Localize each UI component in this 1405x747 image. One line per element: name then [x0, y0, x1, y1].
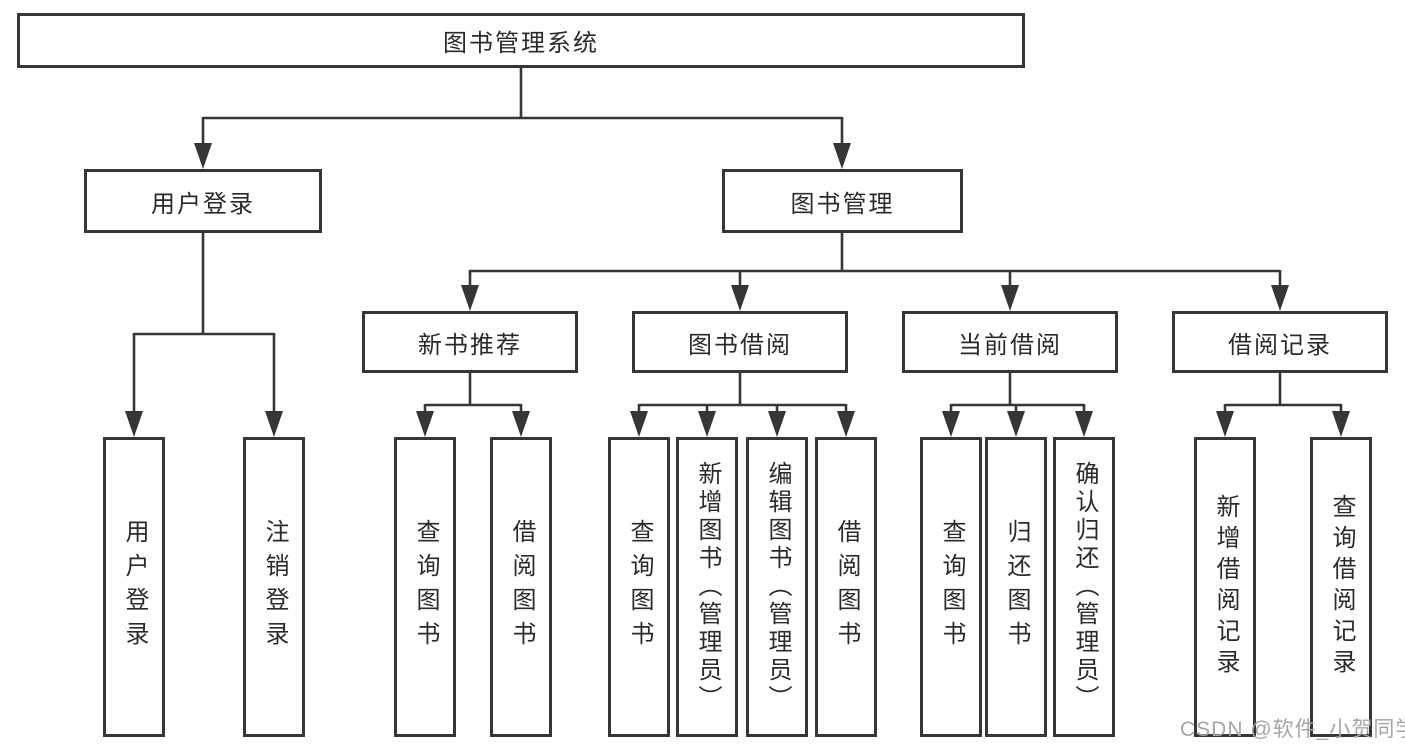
leaf-query-book-recommend-label: 查询图书 — [412, 519, 439, 655]
node-current-borrow-label: 当前借阅 — [958, 331, 1062, 359]
arrowhead — [942, 411, 960, 437]
arrowhead — [416, 411, 434, 437]
node-new-book-recommend: 新书推荐 — [362, 311, 578, 373]
node-book-management-label: 图书管理 — [790, 190, 895, 218]
leaf-logout-label: 注销登录 — [261, 519, 288, 655]
leaf-query-book-borrow: 查询图书 — [608, 437, 670, 737]
arrowhead — [1271, 285, 1289, 311]
leaf-user-login-label: 用户登录 — [121, 519, 148, 655]
arrowhead — [1332, 411, 1350, 437]
arrowhead — [833, 143, 851, 169]
node-borrow-record-label: 借阅记录 — [1228, 331, 1332, 359]
arrowhead — [512, 411, 530, 437]
node-root-label: 图书管理系统 — [443, 30, 599, 57]
arrowhead — [1216, 411, 1234, 437]
leaf-borrow-book-label: 借阅图书 — [833, 519, 860, 655]
edge-borrowrecord-to-leaves — [1223, 372, 1343, 413]
node-book-borrow-label: 图书借阅 — [688, 331, 792, 359]
leaf-borrow-book-recommend: 借阅图书 — [490, 437, 552, 737]
leaf-logout: 注销登录 — [243, 437, 305, 737]
edge-userlogin-to-leaves — [132, 232, 276, 413]
leaf-return-book-label: 归还图书 — [1003, 519, 1030, 655]
node-user-login-label: 用户登录 — [151, 190, 255, 218]
edge-newbookrec-to-leaves — [423, 372, 523, 413]
leaf-add-borrow-record: 新增借阅记录 — [1194, 437, 1256, 737]
leaf-query-book-current-label: 查询图书 — [938, 519, 965, 655]
leaf-edit-book-admin-label: 编辑图书（管理员） — [764, 461, 791, 713]
arrowhead — [630, 411, 648, 437]
arrowhead — [1007, 411, 1025, 437]
node-new-book-recommend-label: 新书推荐 — [418, 331, 522, 359]
edge-root-to-level2 — [201, 67, 844, 145]
leaf-borrow-book: 借阅图书 — [815, 437, 877, 737]
arrowhead — [698, 411, 716, 437]
arrowhead — [265, 411, 283, 437]
node-current-borrow: 当前借阅 — [902, 311, 1118, 373]
arrowhead — [1075, 411, 1093, 437]
edge-currentborrow-to-leaves — [949, 372, 1086, 413]
node-borrow-record: 借阅记录 — [1172, 311, 1388, 373]
leaf-add-book-admin-label: 新增图书（管理员） — [694, 461, 721, 713]
arrowhead — [1001, 285, 1019, 311]
edge-bookborrow-to-leaves — [637, 372, 848, 413]
node-book-management: 图书管理 — [722, 169, 963, 233]
leaf-borrow-book-recommend-label: 借阅图书 — [508, 519, 535, 655]
leaf-add-borrow-record-label: 新增借阅记录 — [1212, 494, 1239, 680]
arrowhead — [731, 285, 749, 311]
arrowhead — [194, 143, 212, 169]
leaf-query-borrow-record: 查询借阅记录 — [1310, 437, 1372, 737]
arrowhead — [837, 411, 855, 437]
leaf-user-login: 用户登录 — [103, 437, 165, 737]
node-book-borrow: 图书借阅 — [632, 311, 848, 373]
edge-bookmgmt-to-level3 — [468, 232, 1282, 287]
leaf-query-book-recommend: 查询图书 — [394, 437, 456, 737]
node-root: 图书管理系统 — [17, 13, 1025, 68]
arrowhead — [125, 411, 143, 437]
leaf-edit-book-admin: 编辑图书（管理员） — [746, 437, 808, 737]
watermark: CSDN @软件_小贺同学 — [1180, 718, 1405, 741]
leaf-add-book-admin: 新增图书（管理员） — [676, 437, 738, 737]
leaf-return-book: 归还图书 — [985, 437, 1047, 737]
node-user-login: 用户登录 — [84, 169, 322, 233]
arrowhead — [768, 411, 786, 437]
leaf-query-book-current: 查询图书 — [920, 437, 982, 737]
leaf-confirm-return-admin: 确认归还（管理员） — [1053, 437, 1115, 737]
leaf-confirm-return-admin-label: 确认归还（管理员） — [1071, 461, 1098, 713]
leaf-query-book-borrow-label: 查询图书 — [626, 519, 653, 655]
arrowhead — [461, 285, 479, 311]
leaf-query-borrow-record-label: 查询借阅记录 — [1328, 494, 1355, 680]
